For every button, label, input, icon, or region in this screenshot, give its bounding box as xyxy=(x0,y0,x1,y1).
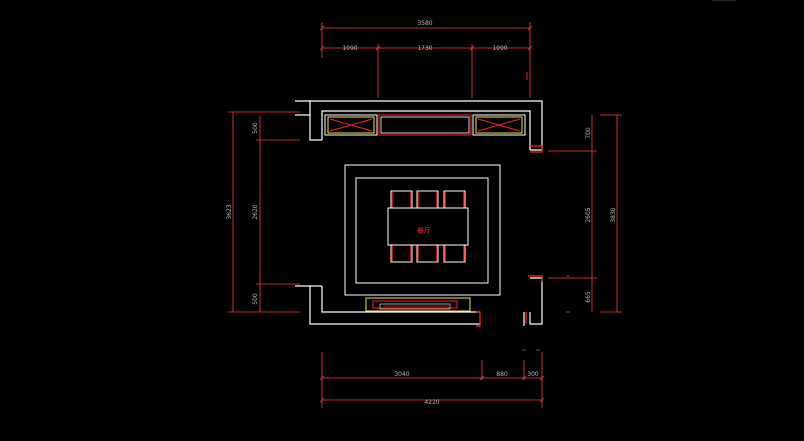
dim-right-top: 700 xyxy=(585,127,592,139)
dim-top-total: 3580 xyxy=(417,20,432,27)
dim-bottom-c: 300 xyxy=(527,371,539,378)
dim-top-left: 1090 xyxy=(342,45,357,52)
dining-table xyxy=(387,207,469,246)
dining-set xyxy=(387,190,469,263)
bottom-sideboard xyxy=(365,297,471,312)
dimension-ticks xyxy=(319,25,545,403)
dim-right-bottom: 665 xyxy=(585,291,592,303)
room-label: 餐厅 xyxy=(417,226,431,235)
dim-left-overall: 3623 xyxy=(226,204,233,219)
ceiling-inner-frame xyxy=(355,177,489,284)
dim-top-mid: 1730 xyxy=(417,45,432,52)
dim-bottom-total: 4220 xyxy=(424,399,439,406)
ceiling-outer-frame xyxy=(344,164,501,296)
dim-left-bottom: 500 xyxy=(252,293,259,305)
dim-left-top: 500 xyxy=(252,122,259,134)
faint-marks xyxy=(522,0,736,351)
dim-bottom-a: 3040 xyxy=(394,371,409,378)
walls xyxy=(295,100,543,326)
dimension-lines xyxy=(228,22,622,408)
dim-right-overall: 3830 xyxy=(610,207,617,222)
door-jambs xyxy=(476,145,543,327)
top-cabinet xyxy=(324,114,526,136)
dim-bottom-b: 880 xyxy=(496,371,508,378)
dim-top-right: 1090 xyxy=(492,45,507,52)
dim-left-mid: 2620 xyxy=(252,204,259,219)
dim-right-mid: 2605 xyxy=(585,207,592,222)
